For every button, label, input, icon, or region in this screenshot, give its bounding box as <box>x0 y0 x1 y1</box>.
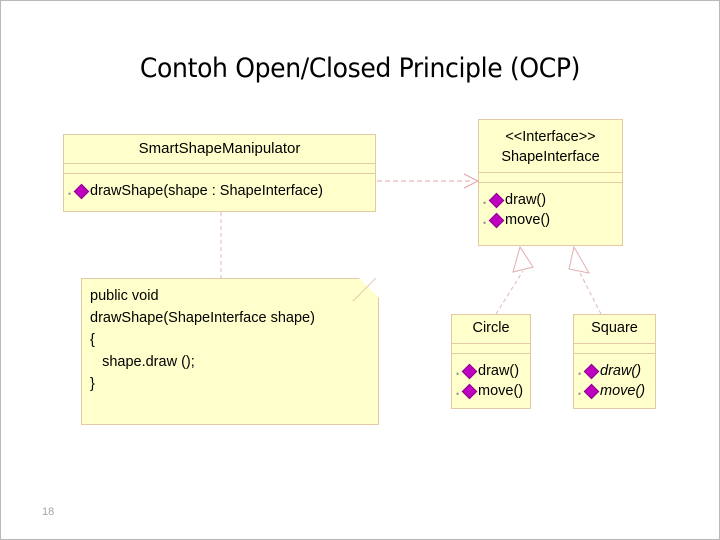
attributes-compartment <box>452 344 530 354</box>
class-box-shapeinterface[interactable]: <<Interface>> ShapeInterface • draw() • … <box>478 119 623 246</box>
visibility-diamond-icon <box>488 212 505 228</box>
bullet-dot: • <box>456 369 460 379</box>
visibility-diamond-icon <box>583 363 600 379</box>
operation-row[interactable]: • drawShape(shape : ShapeInterface) <box>68 181 373 201</box>
attributes-compartment <box>64 164 375 174</box>
operation-label: move() <box>505 212 551 228</box>
operation-label: draw() <box>505 192 547 208</box>
realization-line-circle <box>495 270 524 315</box>
attributes-compartment <box>479 173 622 183</box>
page-title: Contoh Open/Closed Principle (OCP) <box>139 53 581 84</box>
visibility-diamond-icon <box>488 192 505 208</box>
operation-row[interactable]: • draw() <box>483 190 620 210</box>
realization-line-square <box>578 270 602 315</box>
class-box-circle[interactable]: Circle • draw() • move() <box>451 314 531 409</box>
page-number: 18 <box>42 506 55 518</box>
operation-row[interactable]: • draw() <box>456 361 528 381</box>
attributes-compartment <box>574 344 655 354</box>
note-fold-corner-icon <box>359 278 379 298</box>
operation-row[interactable]: • move() <box>483 210 620 230</box>
bullet-dot: • <box>578 389 582 399</box>
visibility-diamond-icon <box>461 363 478 379</box>
operations-compartment: • draw() • move() <box>479 183 622 234</box>
class-box-square[interactable]: Square • draw() • move() <box>573 314 656 409</box>
operation-row[interactable]: • draw() <box>578 361 653 381</box>
operations-compartment: • draw() • move() <box>452 354 530 405</box>
operation-row[interactable]: • move() <box>578 381 653 401</box>
operation-label: draw() <box>600 363 642 379</box>
bullet-dot: • <box>483 198 487 208</box>
interface-name: ShapeInterface <box>501 149 600 165</box>
realization-triangle-circle <box>512 245 534 273</box>
operation-label: move() <box>478 383 524 399</box>
visibility-diamond-icon <box>461 383 478 399</box>
operation-label: drawShape(shape : ShapeInterface) <box>90 183 323 199</box>
visibility-diamond-icon <box>583 383 600 399</box>
bullet-dot: • <box>456 389 460 399</box>
operations-compartment: • drawShape(shape : ShapeInterface) <box>64 174 375 205</box>
operation-label: move() <box>600 383 646 399</box>
bullet-dot: • <box>578 369 582 379</box>
bullet-dot: • <box>68 189 72 199</box>
note-code-text: public void drawShape(ShapeInterface sha… <box>90 288 315 392</box>
bullet-dot: • <box>483 218 487 228</box>
class-name-smartshapemanipulator: SmartShapeManipulator <box>64 135 375 164</box>
visibility-diamond-icon <box>73 183 90 199</box>
operation-row[interactable]: • move() <box>456 381 528 401</box>
class-name-square: Square <box>574 315 655 344</box>
class-name-circle: Circle <box>452 315 530 344</box>
operations-compartment: • draw() • move() <box>574 354 655 405</box>
stereotype-label: <<Interface>> <box>505 129 596 145</box>
operation-label: draw() <box>478 363 520 379</box>
code-note[interactable]: public void drawShape(ShapeInterface sha… <box>81 278 379 425</box>
interface-header: <<Interface>> ShapeInterface <box>479 120 622 173</box>
class-box-smartshapemanipulator[interactable]: SmartShapeManipulator • drawShape(shape … <box>63 134 376 212</box>
dependency-arrowhead <box>463 173 480 189</box>
realization-triangle-square <box>568 245 590 274</box>
